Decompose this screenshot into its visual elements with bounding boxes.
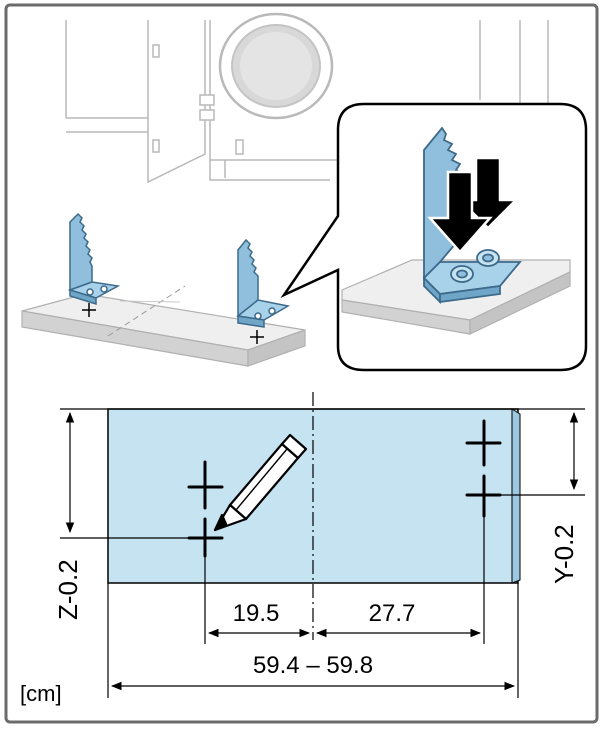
dim-total-value: 59.4 – 59.8 <box>253 652 373 679</box>
bracket-right <box>236 238 291 328</box>
cross-mark-icon <box>187 460 224 510</box>
y-dimension-label: Y-0.2 <box>549 524 579 584</box>
dim-left-value: 19.5 <box>233 600 280 627</box>
appliance-illustration <box>65 12 549 184</box>
floor-board <box>21 285 306 367</box>
marking-board <box>107 408 521 584</box>
dim-right-value: 27.7 <box>369 600 416 627</box>
z-dimension-label: Z-0.2 <box>53 559 83 620</box>
y-dimension <box>484 411 585 496</box>
z-dimension <box>60 411 205 539</box>
cross-mark-icon <box>82 303 96 317</box>
down-arrow-icon <box>427 156 520 254</box>
cross-mark-icon <box>465 419 502 467</box>
bracket-left <box>67 212 121 306</box>
cross-mark-icon <box>250 330 264 344</box>
pencil-icon <box>213 433 308 532</box>
unit-label: [cm] <box>20 681 62 706</box>
